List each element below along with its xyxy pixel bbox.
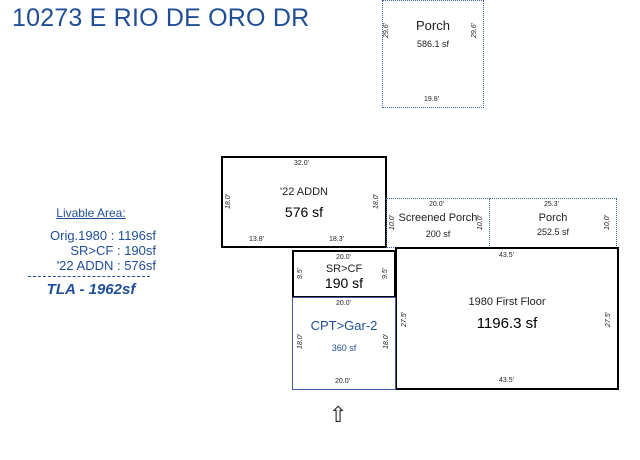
room-porch-top-dim-right: 29.6': [470, 23, 478, 38]
livable-area-heading: Livable Area:: [56, 206, 126, 220]
room-first-floor-dim-bottom: 43.5': [499, 377, 514, 384]
room-screened-porch-dim-left: 10.0': [388, 215, 396, 230]
room-first-floor-dim-left: 27.5': [400, 312, 408, 327]
room-22-addn-dim-right: 18.0': [372, 194, 380, 209]
room-22-addn-dim-bottom-left: 13.8': [249, 236, 264, 243]
room-first-floor-dim-top: 43.5': [499, 252, 514, 259]
room-porch-right-dim-top: 25.3': [544, 201, 559, 208]
room-22-addn-dim-bottom-right: 18.3': [329, 236, 344, 243]
livable-line-addn: '22 ADDN : 576sf: [56, 258, 156, 273]
room-22-addn-dim-left: 18.0': [224, 194, 232, 209]
up-arrow-icon: ⇧: [329, 402, 348, 427]
room-cpt-gar-2-dim-bottom: 20.0': [335, 378, 350, 385]
room-1980-first-floor: 43.5' 1980 First Floor 1196.3 sf 27.5' 2…: [395, 247, 619, 390]
room-first-floor-area: 1196.3 sf: [476, 315, 538, 332]
total-livable-area: TLA - 1962sf: [46, 281, 136, 298]
livable-line-srcf: SR>CF : 190sf: [70, 243, 156, 258]
room-porch-right-name: Porch: [538, 212, 568, 224]
room-cpt-gar-2-name: CPT>Gar-2: [310, 318, 378, 333]
room-22-addn-name: '22 ADDN: [280, 186, 328, 198]
room-porch-top-dim-left: 29.6': [382, 23, 390, 38]
room-porch-top-area: 586.1 sf: [416, 39, 450, 49]
livable-area-summary: Livable Area: Orig.1980 : 1196sf SR>CF :…: [26, 206, 156, 298]
room-screened-porch-dim-top: 20.0': [429, 201, 444, 208]
room-porch-top-name: Porch: [416, 18, 450, 33]
room-screened-porch-area: 200 sf: [425, 229, 451, 239]
room-porch-right: 25.3' Porch 252.5 sf 10.0': [489, 198, 617, 248]
room-first-floor-name: 1980 First Floor: [468, 296, 546, 308]
room-porch-top: Porch 586.1 sf 29.6' 29.6' 19.8': [382, 0, 484, 108]
room-sr-cf-name: SR>CF: [325, 263, 363, 275]
room-sr-cf-dim-top: 20.0': [336, 254, 351, 261]
room-sr-cf-dim-right: 9.5': [382, 267, 390, 280]
room-porch-right-dim-right: 10.0': [603, 215, 611, 230]
room-sr-cf-dim-left: 9.5': [297, 267, 305, 280]
livable-line-orig: Orig.1980 : 1196sf: [50, 228, 156, 243]
room-sr-cf-dim-bottom: 20.0': [336, 300, 351, 307]
room-screened-porch: 20.0' Screened Porch 200 sf 10.0' 10.0': [386, 198, 490, 248]
room-cpt-gar-2: CPT>Gar-2 360 sf 18.0' 18.0' 20.0': [292, 297, 396, 390]
room-first-floor-dim-right: 27.5': [604, 312, 612, 327]
room-22-addn: 32.0' '22 ADDN 576 sf 18.0' 18.0' 13.8' …: [221, 156, 387, 248]
room-sr-cf-area: 190 sf: [324, 275, 364, 291]
room-porch-right-area: 252.5 sf: [536, 227, 570, 237]
room-22-addn-area: 576 sf: [284, 204, 324, 220]
livable-separator: [28, 276, 150, 277]
room-sr-cf: 20.0' SR>CF 190 sf 9.5' 9.5' 20.0': [292, 250, 396, 307]
room-cpt-gar-2-area: 360 sf: [331, 343, 357, 353]
room-22-addn-dim-top: 32.0': [294, 160, 309, 167]
room-screened-porch-name: Screened Porch: [398, 212, 478, 224]
room-cpt-gar-2-dim-right: 18.0': [382, 334, 390, 349]
room-cpt-gar-2-dim-left: 18.0': [296, 334, 304, 349]
room-porch-top-dim-bottom: 19.8': [424, 96, 439, 103]
room-screened-porch-dim-right: 10.0': [476, 215, 484, 230]
property-address-title: 10273 E RIO DE ORO DR: [12, 4, 310, 32]
